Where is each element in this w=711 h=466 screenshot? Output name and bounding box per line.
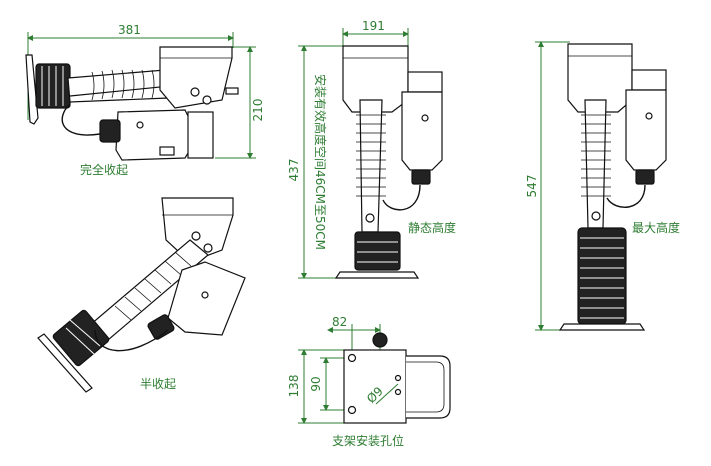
max-charging-gun (625, 89, 667, 185)
folded-cable (61, 103, 101, 136)
max-bellows (577, 227, 627, 325)
max-spring-arm (581, 99, 611, 229)
half-bellows (52, 309, 110, 367)
static-width-label: 191 (362, 19, 385, 33)
half-base-plate (37, 333, 93, 393)
max-caption: 最大高度 (632, 220, 680, 235)
max-view: 547 最大高度 (525, 41, 680, 331)
folded-charging-gun (99, 109, 214, 161)
folded-height-label: 210 (251, 99, 265, 122)
mount-hole-right-lower (394, 388, 402, 396)
mount-spacing-label: 82 (332, 315, 347, 329)
static-spring-arm (356, 99, 386, 233)
max-cable (606, 184, 646, 208)
mount-hole-top-left (347, 353, 357, 363)
static-view: 191 437 安装有效高度空间46CM至50CM (287, 19, 456, 279)
half-caption: 半收起 (140, 377, 176, 391)
mount-outer-height-label: 138 (287, 375, 301, 398)
folded-head-block (159, 46, 233, 109)
static-head-block (342, 45, 409, 113)
folded-caption: 完全收起 (80, 162, 128, 177)
mount-hole-right-upper (394, 374, 402, 382)
max-head-block (567, 43, 633, 113)
half-cable (94, 329, 169, 352)
folded-bellows (35, 63, 71, 109)
mount-top-bolt (372, 332, 388, 348)
static-cable (382, 184, 421, 211)
max-height-label: 547 (525, 175, 539, 198)
static-base-plate (334, 271, 420, 279)
folded-width-label: 381 (118, 23, 141, 37)
static-bracket-tab (407, 71, 443, 93)
half-charging-gun (147, 261, 246, 340)
max-base-plate (558, 323, 646, 331)
folded-base-plate (25, 54, 39, 125)
folded-spring-arm (67, 69, 191, 103)
static-height-label: 437 (287, 159, 301, 182)
static-caption: 静态高度 (408, 220, 456, 235)
static-charging-gun (401, 91, 443, 185)
mount-caption: 支架安装孔位 (332, 433, 404, 448)
mount-bracket-outline (406, 355, 451, 419)
mount-view: 82 138 90 Ø9 支架安装孔位 (287, 315, 451, 448)
install-height-note: 安装有效高度空间46CM至50CM (313, 74, 328, 250)
half-folded-view: 半收起 (37, 197, 246, 393)
mount-inner-height-label: 90 (309, 376, 323, 391)
folded-view: 381 210 (25, 23, 265, 177)
max-bracket-tab (631, 69, 667, 91)
static-bellows (354, 231, 401, 271)
mount-hole-bottom-left (347, 405, 357, 415)
half-head-block (161, 197, 234, 263)
